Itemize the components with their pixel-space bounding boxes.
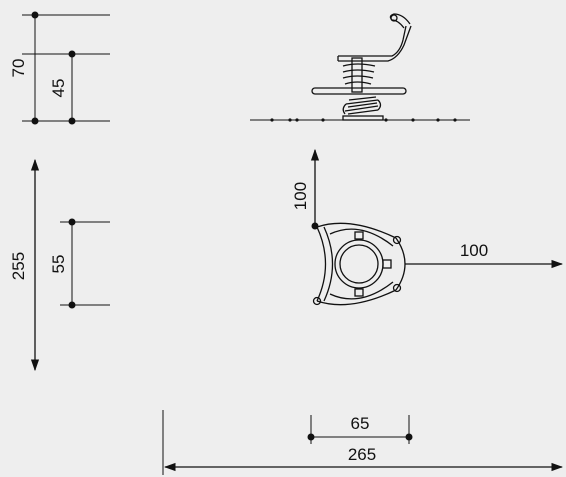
height-dimension-group: 70 45 [9,11,110,125]
clearance-side-label: 100 [460,241,488,260]
seat-ring-inner [339,244,379,284]
footrest-bar [311,87,407,95]
dimension-node [405,433,413,441]
length-dimension-group: 255 55 [9,158,110,372]
seat-bottom [338,25,412,62]
seat-post [351,57,363,93]
body-outline-left [316,226,327,302]
handle-end-bottom [392,283,402,293]
body-outline-left-inner [323,226,334,302]
handle-knob [390,14,398,22]
handle-end-top [392,235,402,245]
dimension-node [31,11,39,19]
total-length-label: 255 [9,252,28,280]
clearance-front-label: 100 [291,182,310,210]
seat-top [338,25,407,57]
dimension-node [31,117,39,125]
body-outline-right [395,237,406,291]
dimension-node [68,50,76,58]
dimension-node [68,301,76,309]
spring-coil-edge [342,99,382,115]
body-length-label: 55 [49,255,68,274]
seat-height-label: 45 [49,79,68,98]
width-dimension-group: 65 265 [162,410,564,475]
dimension-node [68,117,76,125]
spoke-top [354,231,364,240]
seat-width-label: 65 [351,414,370,433]
footrest-end-bottom [312,296,322,306]
base-plate [342,115,384,121]
dimension-node [307,433,315,441]
handle-loop [389,13,411,29]
spring-coil-upper [342,63,376,85]
total-height-label: 70 [9,59,28,78]
ground-marks [270,118,457,122]
spring-rider-plan: 100 100 [291,148,564,306]
body-outline-bottom [316,289,397,306]
seat-ring-outer [334,239,384,289]
body-ribs [329,228,394,300]
total-width-label: 265 [348,445,376,464]
spoke-right [382,259,392,269]
dimension-node [68,218,76,226]
spoke-bottom [354,288,364,297]
body-outline-top [316,222,397,239]
spring-rider-elevation [250,13,470,122]
spring-coil-lower [344,96,379,115]
